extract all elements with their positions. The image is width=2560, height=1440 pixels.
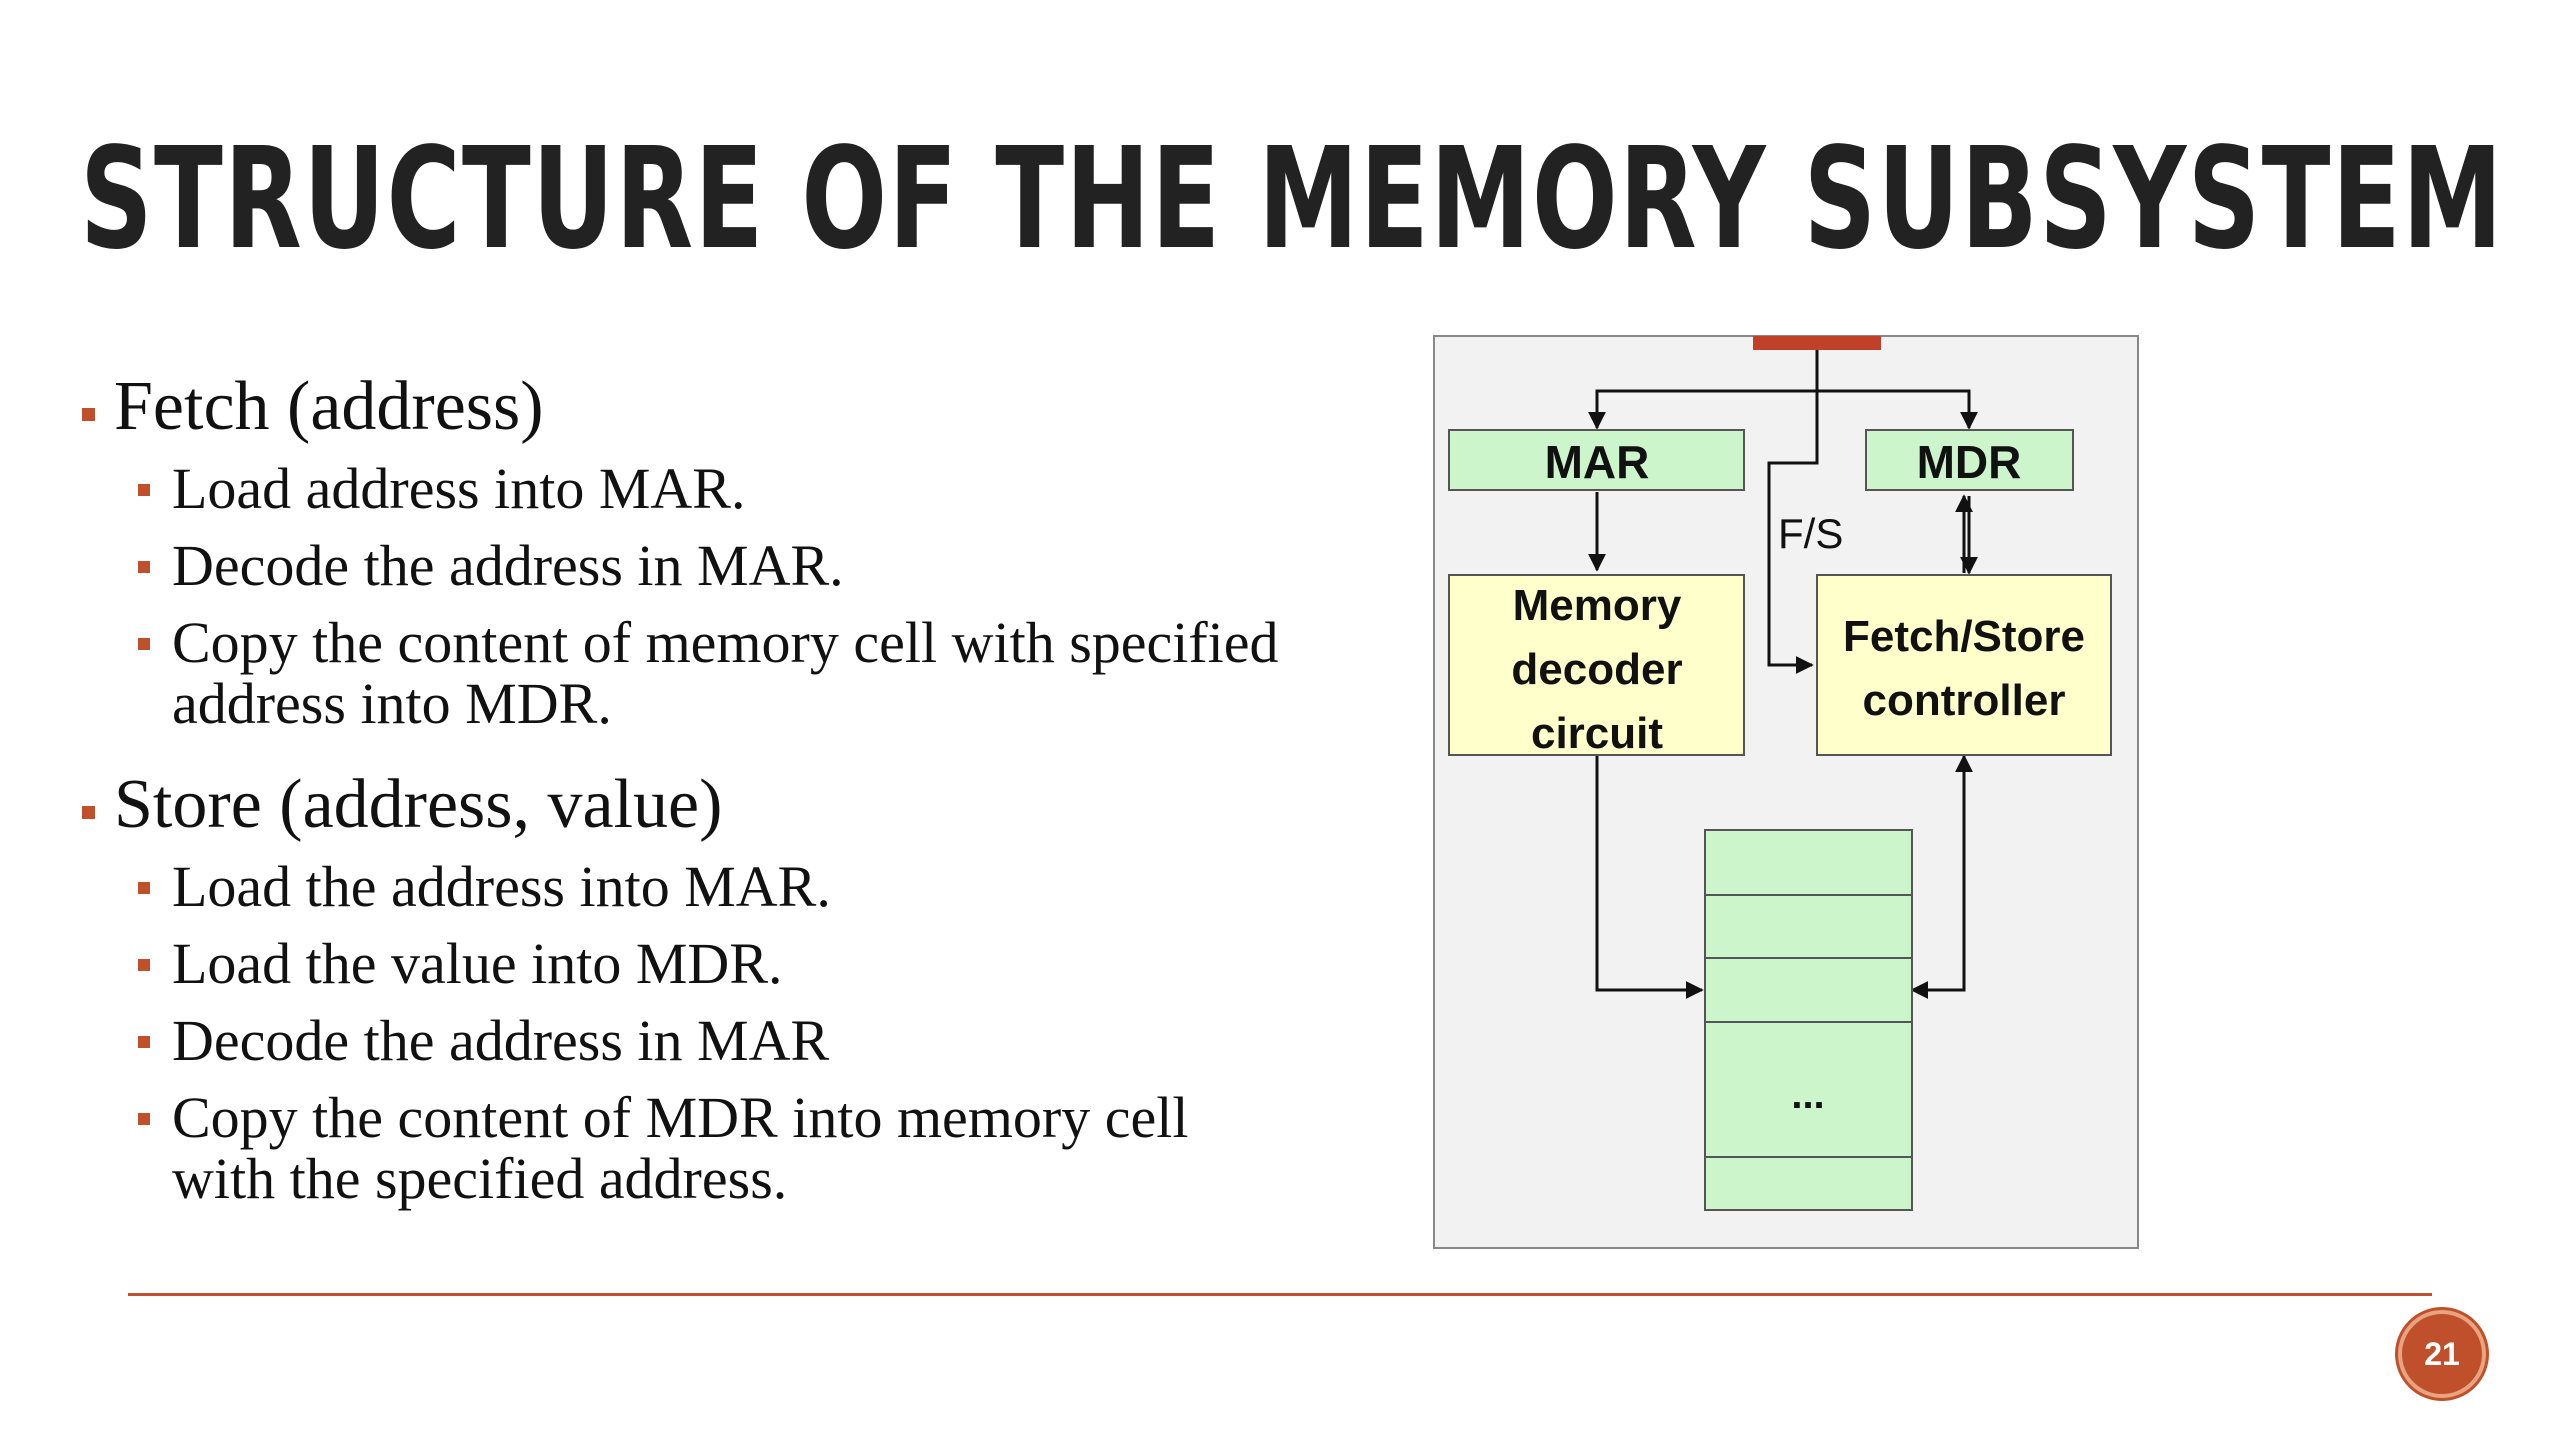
memory-cells: ...: [1704, 829, 1913, 1211]
bullet-marker: [138, 1036, 150, 1048]
footer-rule: [128, 1293, 2432, 1296]
bullet-marker: [138, 959, 150, 971]
controller-label-line1: Fetch/Store: [1843, 612, 2085, 661]
sub-bullet-text: Copy the content of MDR into memory cell…: [172, 1085, 1189, 1211]
sub-bullet-text: Load the value into MDR.: [172, 931, 783, 996]
page-number-badge: 21: [2398, 1310, 2486, 1398]
mar-label: MAR: [1545, 436, 1650, 488]
sub-bullet: Load the address into MAR.: [78, 856, 1378, 917]
bullet-marker: [138, 1113, 150, 1125]
decoder-box: [1448, 574, 1745, 756]
bullet-marker: [82, 806, 95, 819]
bullet-store: Store (address, value): [78, 770, 1378, 840]
bullet-marker: [82, 408, 95, 421]
bullet-marker: [138, 561, 150, 573]
bullet-marker: [138, 484, 150, 496]
controller-box: [1816, 574, 2112, 756]
decoder-label-line1: Memory: [1513, 581, 1682, 630]
sub-bullet: Copy the content of MDR into memory cell…: [78, 1087, 1212, 1209]
mar-box: [1448, 429, 1745, 491]
sub-bullet: Decode the address in MAR.: [78, 535, 1378, 596]
decoder-label-line2: decoder: [1511, 645, 1682, 694]
sub-bullet-text: Load address into MAR.: [172, 456, 746, 521]
sub-bullet-text: Load the address into MAR.: [172, 854, 831, 919]
sub-bullet: Load the value into MDR.: [78, 933, 1378, 994]
decoder-label-line3: circuit: [1531, 709, 1663, 758]
connection-lines: [1588, 350, 1978, 999]
bullet-heading: Fetch (address): [114, 368, 544, 445]
memory-block: [1704, 829, 1913, 1211]
mdr-box: [1865, 429, 2074, 491]
sub-bullet: Load address into MAR.: [78, 458, 1378, 519]
sub-bullet: Decode the address in MAR: [78, 1010, 1378, 1071]
bullet-marker: [138, 638, 150, 650]
bus-bar: [1753, 336, 1881, 350]
controller-label-line2: controller: [1863, 676, 2066, 725]
sub-bullet: Copy the content of memory cell with spe…: [78, 612, 1292, 734]
memory-ellipsis: ...: [1791, 1073, 1824, 1117]
bullet-fetch: Fetch (address): [78, 372, 1378, 442]
bullet-content: Fetch (address) Load address into MAR. D…: [78, 372, 1378, 1209]
sub-bullet-text: Decode the address in MAR.: [172, 533, 844, 598]
bullet-heading: Store (address, value): [114, 766, 723, 843]
fs-label: F/S: [1778, 510, 1843, 557]
mdr-label: MDR: [1917, 436, 2022, 488]
sub-bullet-text: Copy the content of memory cell with spe…: [172, 610, 1279, 736]
slide-title: Structure of the Memory Subsystem: [80, 118, 2504, 281]
diagram-panel: [1433, 335, 2139, 1249]
sub-bullet-text: Decode the address in MAR: [172, 1008, 830, 1073]
bullet-marker: [138, 882, 150, 894]
